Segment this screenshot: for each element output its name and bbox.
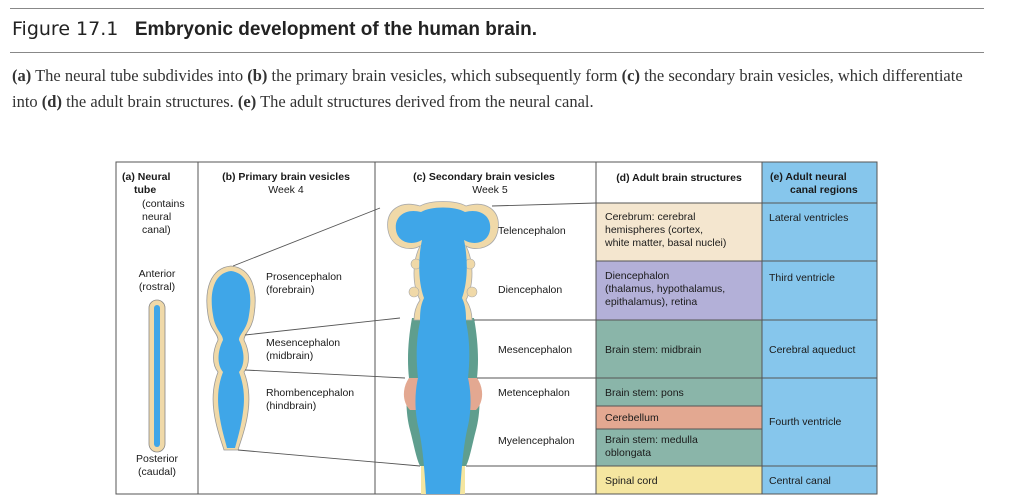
telencephalon-label: Telencephalon <box>498 225 566 237</box>
cerebrum-line-3: white matter, basal nuclei) <box>604 237 726 249</box>
caption-segment: the secondary brain vesicles, which diff… <box>12 66 963 111</box>
top-rule <box>10 8 984 9</box>
figure-header: Figure 17.1 Embryonic development of the… <box>12 18 537 41</box>
col-b-title: (b) Primary brain vesicles <box>222 171 350 183</box>
diencephalon-line-3: epithalamus), retina <box>605 296 697 308</box>
band-midbrain <box>596 320 762 378</box>
caption-segment: (e) <box>237 92 257 111</box>
cerebellum-label: Cerebellum <box>605 412 659 424</box>
connector-lines-c-d <box>466 202 597 467</box>
rhombencephalon-label: Rhombencephalon <box>266 387 354 399</box>
secondary-vesicles-shape <box>387 201 499 494</box>
caption-segment: (c) <box>621 66 640 85</box>
central-canal-label: Central canal <box>769 475 831 487</box>
midbrain-label: (midbrain) <box>266 350 313 362</box>
cerebrum-line-2: hemispheres (cortex, <box>605 224 703 236</box>
caudal-label: (caudal) <box>138 466 176 478</box>
figure-caption: (a) The neural tube subdivides into (b) … <box>12 63 972 115</box>
connector-lines-b-c <box>232 207 421 467</box>
adult-structure-labels: Cerebrum: cerebral hemispheres (cortex, … <box>604 211 726 487</box>
col-d-title: (d) Adult brain structures <box>616 172 742 184</box>
band-cerebrum <box>596 203 762 261</box>
lateral-ventricles-label: Lateral ventricles <box>769 212 848 224</box>
band-diencephalon <box>596 261 762 320</box>
col-c-title: (c) Secondary brain vesicles <box>413 171 555 183</box>
mesencephalon-primary-label: Mesencephalon <box>266 337 340 349</box>
caption-segment: (a) <box>12 66 32 85</box>
diencephalon-line-1: Diencephalon <box>605 270 669 282</box>
spinal-cord-label: Spinal cord <box>605 475 658 487</box>
diencephalon-label: Diencephalon <box>498 284 562 296</box>
anterior-label: Anterior <box>139 268 176 280</box>
col-a-note-2: neural <box>142 211 171 223</box>
mesencephalon-secondary-label: Mesencephalon <box>498 344 572 356</box>
band-pons <box>596 378 762 406</box>
column-e-header: (e) Adult neural canal regions <box>770 171 858 196</box>
column-e-background <box>762 162 877 494</box>
medulla-line-2: oblongata <box>605 447 651 459</box>
col-a-note-3: canal) <box>142 224 171 236</box>
medulla-line-1: Brain stem: medulla <box>605 434 698 446</box>
posterior-label: Posterior <box>136 453 179 465</box>
orientation-labels: Anterior (rostral) Posterior (caudal) <box>136 268 179 478</box>
col-a-title-2: tube <box>134 184 156 196</box>
table-grid <box>115 161 878 495</box>
caption-segment: the adult brain structures. <box>61 92 238 111</box>
band-medulla <box>596 429 762 466</box>
metencephalon-label: Metencephalon <box>498 387 570 399</box>
cerebral-aqueduct-label: Cerebral aqueduct <box>769 344 855 356</box>
hindbrain-label: (hindbrain) <box>266 400 316 412</box>
col-a-note-1: (contains <box>142 198 185 210</box>
column-a-header: (a) Neural tube (contains neural canal) <box>122 171 185 236</box>
col-a-title-1: (a) Neural <box>122 171 171 183</box>
myelencephalon-label: Myelencephalon <box>498 435 575 447</box>
rostral-label: (rostral) <box>139 281 175 293</box>
col-e-title-1: (e) Adult neural <box>770 171 847 183</box>
forebrain-label: (forebrain) <box>266 284 314 296</box>
diencephalon-line-2: (thalamus, hypothalamus, <box>605 283 725 295</box>
cerebrum-line-1: Cerebrum: cerebral <box>605 211 695 223</box>
secondary-vesicle-labels: Telencephalon Diencephalon Mesencephalon… <box>498 225 575 447</box>
primary-vesicle-labels: Prosencephalon (forebrain) Mesencephalon… <box>266 271 354 412</box>
header-rule <box>10 52 984 53</box>
column-b-header: (b) Primary brain vesicles Week 4 <box>222 171 350 196</box>
figure-label: Figure 17.1 <box>12 18 119 40</box>
midbrain-structure-label: Brain stem: midbrain <box>605 344 701 356</box>
figure-title: Embryonic development of the human brain… <box>134 19 538 40</box>
column-c-header: (c) Secondary brain vesicles Week 5 <box>413 171 555 196</box>
caption-segment: The adult structures derived from the ne… <box>256 92 594 111</box>
band-cerebellum <box>596 406 762 429</box>
column-d-header: (d) Adult brain structures <box>616 172 742 184</box>
caption-segment: (b) <box>247 66 268 85</box>
col-c-subtitle: Week 5 <box>472 184 508 196</box>
canal-region-labels: Lateral ventricles Third ventricle Cereb… <box>769 212 855 487</box>
col-b-subtitle: Week 4 <box>268 184 304 196</box>
caption-segment: The neural tube subdivides into <box>31 66 248 85</box>
caption-segment: the primary brain vesicles, which subseq… <box>267 66 622 85</box>
pons-label: Brain stem: pons <box>605 387 684 399</box>
prosencephalon-label: Prosencephalon <box>266 271 342 283</box>
third-ventricle-label: Third ventricle <box>769 272 835 284</box>
caption-segment: (d) <box>41 92 62 111</box>
band-spinal-cord <box>596 466 762 494</box>
fourth-ventricle-label: Fourth ventricle <box>769 416 842 428</box>
neural-tube <box>148 299 166 453</box>
adult-structure-bands <box>596 203 762 494</box>
col-e-title-2: canal regions <box>790 184 858 196</box>
primary-vesicles-shape <box>206 265 256 451</box>
